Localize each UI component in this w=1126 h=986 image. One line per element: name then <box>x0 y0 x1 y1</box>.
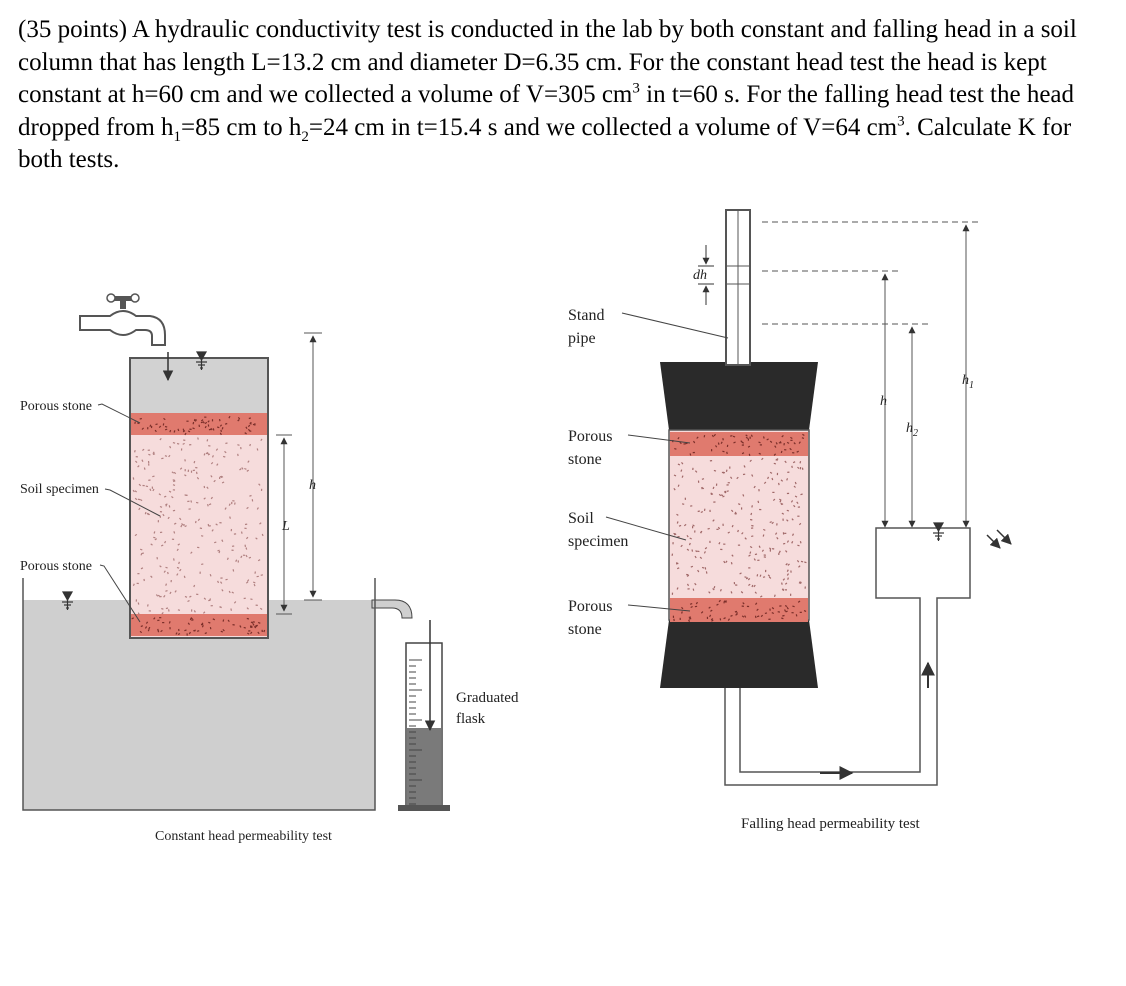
problem-text-5: . Calculate K for both tests. <box>18 113 1072 174</box>
problem-text-1: (35 points) A hydraulic conductivity tes… <box>18 16 1077 108</box>
porous-stone-top <box>670 432 808 456</box>
top-cap <box>660 362 818 430</box>
reservoir-walls <box>22 578 376 811</box>
water-level-symbol <box>61 591 74 610</box>
falling-specimen <box>668 429 810 621</box>
porous-stone-bottom-label: Porous stone <box>20 559 92 574</box>
stone-label-2: stone <box>568 621 602 638</box>
subscript-1: 1 <box>173 128 182 145</box>
h1-subscript: 1 <box>969 380 974 391</box>
pipe-label: pipe <box>568 330 596 347</box>
top-water <box>131 359 267 413</box>
superscript-cube-1: 3 <box>632 80 640 97</box>
constant-head-caption: Constant head permeability test <box>155 829 332 844</box>
falling-head-caption: Falling head permeability test <box>741 816 921 832</box>
leader-line <box>97 403 141 424</box>
soil-label: Soil <box>568 510 594 527</box>
graduated-label: Graduated <box>456 690 519 706</box>
porous-stone-top <box>131 413 267 435</box>
water-level-symbol <box>195 351 208 370</box>
L-label: L <box>281 519 290 534</box>
h1-base: h <box>962 373 969 388</box>
soil-texture <box>131 415 266 636</box>
h-label: h <box>309 478 316 493</box>
problem-text-3: =85 cm to h <box>181 113 302 141</box>
outlet-reservoir-water <box>877 533 969 597</box>
constant-head-diagram: h L Porous stone Soil specimen Porous st… <box>20 293 519 844</box>
stand-label: Stand <box>568 307 604 324</box>
bottom-cap <box>660 620 818 688</box>
subscript-2: 2 <box>301 128 309 145</box>
problem-text-4: =24 cm in t=15.4 s and we collected a vo… <box>308 113 898 141</box>
problem-statement: (35 points) A hydraulic conductivity tes… <box>18 14 1098 177</box>
superscript-cube-2: 3 <box>897 113 905 130</box>
faucet-icon <box>79 293 166 346</box>
falling-head-diagram: dh h h2 h1 Stand pipe Porous ston <box>568 209 1012 832</box>
dh-label: dh <box>693 268 707 283</box>
reservoir-outlet <box>371 599 413 619</box>
water-level-symbol <box>932 522 945 541</box>
leader-line <box>104 488 161 517</box>
porous-label-2: Porous <box>568 598 612 615</box>
specimen-label: specimen <box>568 533 628 550</box>
porous-stone-bottom <box>131 614 267 636</box>
overflow-arrows-icon <box>986 529 1012 549</box>
graduated-flask <box>398 620 450 811</box>
soil-specimen-label: Soil specimen <box>20 482 99 497</box>
h2-label: h2 <box>906 421 918 439</box>
porous-label-1: Porous <box>568 428 612 445</box>
leader-line <box>627 604 691 612</box>
leader-line <box>627 434 691 444</box>
leader-line <box>621 312 729 339</box>
leader-line <box>99 564 141 623</box>
problem-text-2: in t=60 s. For the falling head test the… <box>18 81 1075 141</box>
h-label: h <box>880 394 887 409</box>
h1-label: h1 <box>962 373 974 391</box>
porous-stone-top-label: Porous stone <box>20 399 92 414</box>
stone-label-1: stone <box>568 451 602 468</box>
h2-subscript: 2 <box>913 428 918 439</box>
flask-label: flask <box>456 711 486 727</box>
leader-line <box>605 516 687 541</box>
h2-base: h <box>906 421 913 436</box>
soil-texture <box>671 433 807 623</box>
